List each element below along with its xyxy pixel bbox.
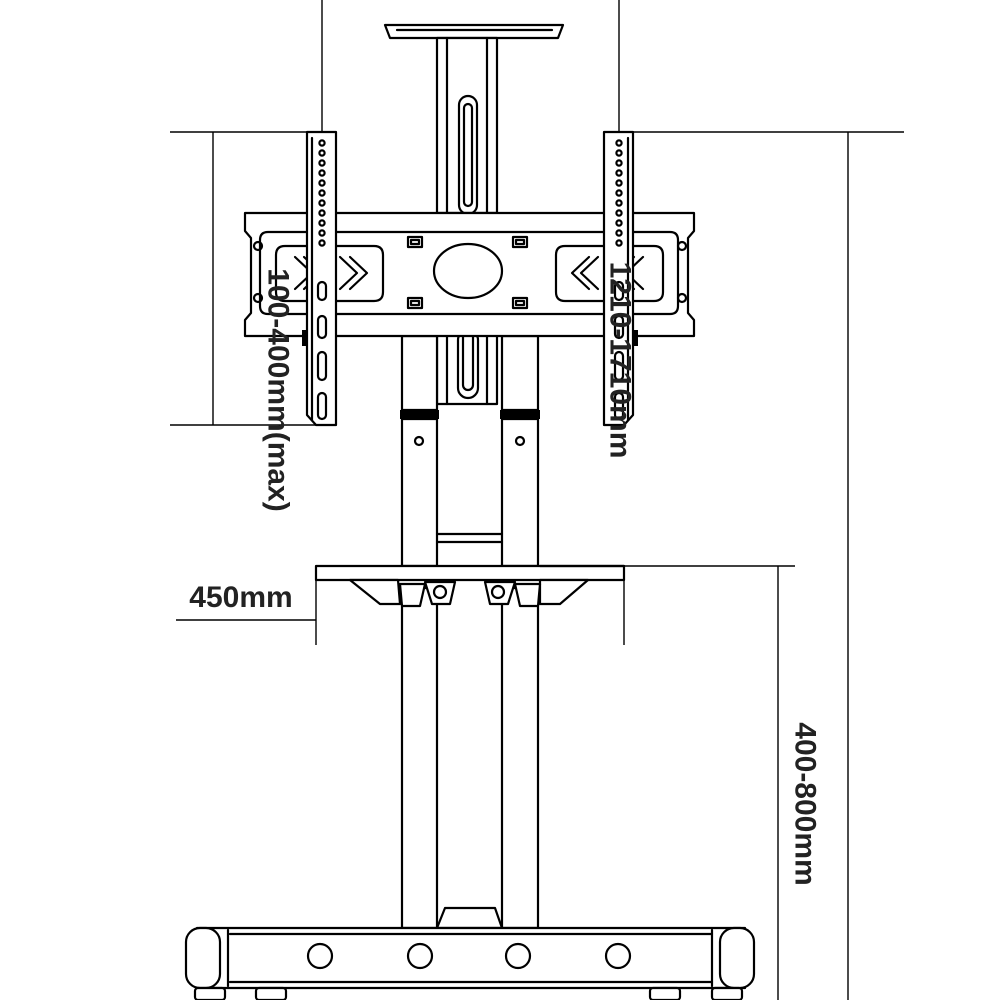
shelf-width-label: 450mm [189, 581, 292, 614]
rolling-base [184, 926, 756, 1000]
vesa-dimension-label: 100-400mm(max) [262, 268, 295, 511]
middle-shelf [314, 564, 626, 608]
camera-shelf [383, 23, 565, 40]
dimension-lines [170, 0, 904, 1000]
support-columns [400, 334, 540, 930]
total-height-label: 1210-1710mm [604, 262, 637, 459]
mounting-plate [243, 211, 696, 338]
tv-arm-left [302, 130, 338, 427]
upper-mast [435, 36, 499, 216]
shelf-height-label: 400-800mm [789, 722, 822, 885]
tv-arm-right [602, 130, 638, 427]
mast-slot-lower [435, 328, 499, 406]
